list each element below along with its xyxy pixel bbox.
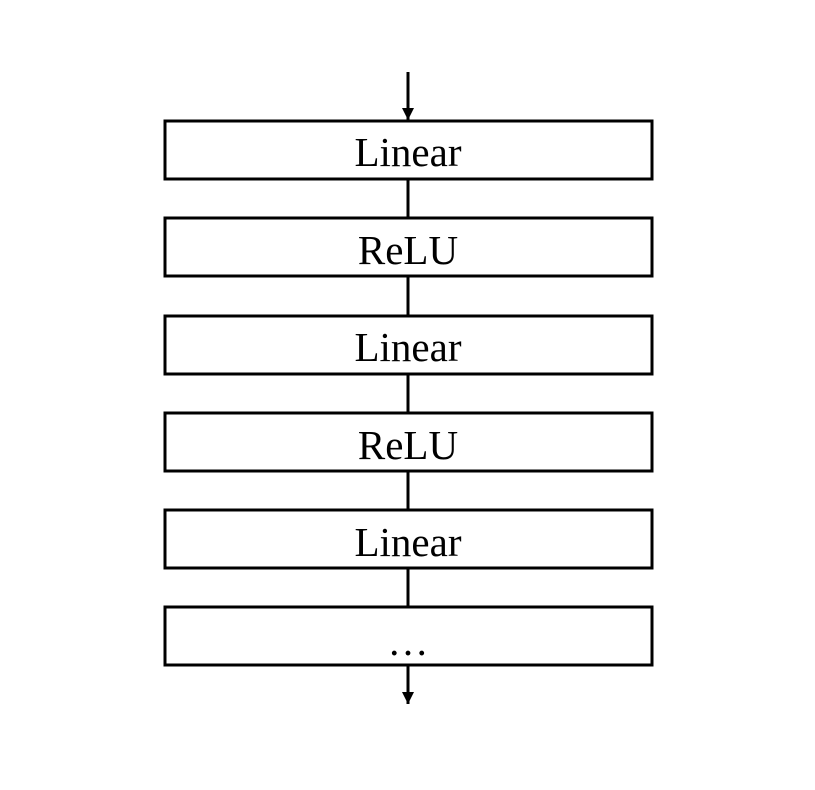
layer-label: Linear: [355, 324, 462, 370]
layer-box-relu-2: ReLU: [163, 411, 654, 473]
layer-label: Linear: [355, 519, 462, 565]
layer-label: …: [388, 618, 429, 664]
input-arrowhead: [402, 108, 414, 120]
layer-box-ellipsis: …: [163, 605, 654, 667]
layer-box-relu-1: ReLU: [163, 216, 654, 278]
layer-label: ReLU: [358, 227, 458, 273]
layer-box-linear-1: Linear: [163, 119, 654, 181]
layer-label: Linear: [355, 129, 462, 175]
layer-label: ReLU: [358, 422, 458, 468]
layer-box-linear-3: Linear: [163, 508, 654, 570]
layer-box-linear-2: Linear: [163, 314, 654, 376]
output-arrowhead: [402, 692, 414, 704]
